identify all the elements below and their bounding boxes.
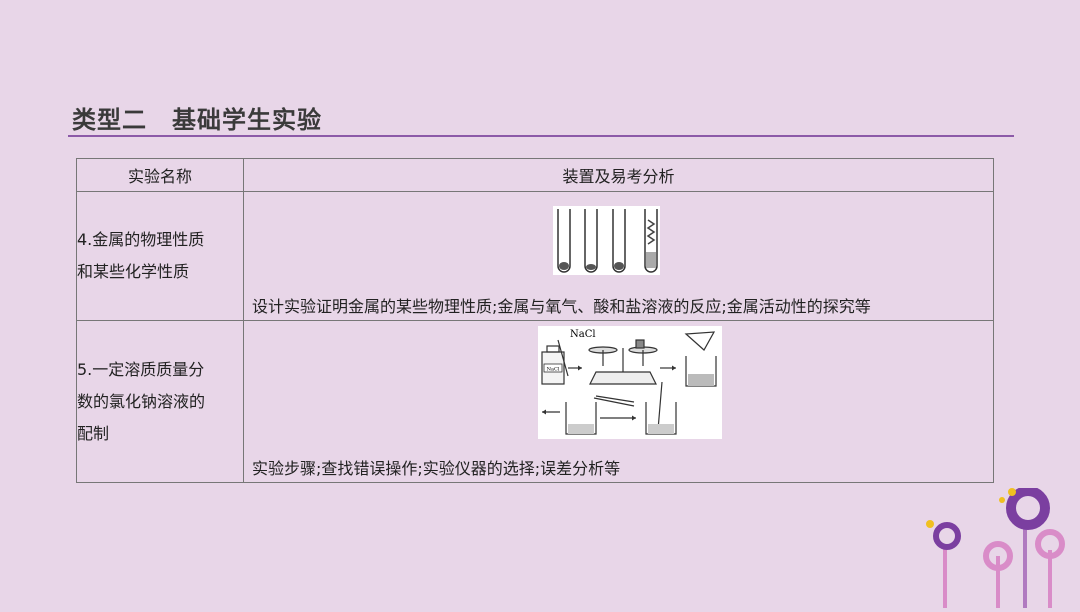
experiment-name-cell: 5.一定溶质质量分 数的氯化钠溶液的 配制 (76, 320, 244, 483)
bottle-label: NaCl (547, 367, 560, 373)
analysis-text: 实验步骤;查找错误操作;实验仪器的选择;误差分析等 (252, 459, 621, 478)
experiment-name-line: 数的氯化钠溶液的 (77, 391, 206, 411)
experiment-name-line: 和某些化学性质 (77, 262, 190, 281)
apparatus-cell: NaCl NaCl (243, 320, 994, 483)
nacl-label: NaCl (570, 329, 596, 340)
experiment-name-line: 4.金属的物理性质 (77, 230, 205, 249)
table-row: 4.金属的物理性质 和某些化学性质 (76, 191, 994, 321)
analysis-text: 设计实验证明金属的某些物理性质;金属与氧气、酸和盐溶液的反应;金属活动性的探究等 (252, 297, 871, 316)
experiment-table: 实验名称 装置及易考分析 4.金属的物理性质 和某些化学性质 (76, 158, 994, 483)
slide-title: 类型二 基础学生实验 (72, 106, 322, 134)
header-apparatus-analysis: 装置及易考分析 (243, 158, 994, 192)
title-divider (68, 135, 1014, 137)
apparatus-cell: 设计实验证明金属的某些物理性质;金属与氧气、酸和盐溶液的反应;金属活动性的探究等 (243, 191, 994, 321)
flower-decoration (900, 486, 1080, 608)
solution-prep-image: NaCl NaCl (538, 326, 722, 439)
test-tubes-image (553, 206, 660, 275)
header-experiment-name: 实验名称 (76, 158, 244, 192)
table-row: 5.一定溶质质量分 数的氯化钠溶液的 配制 NaCl (76, 320, 994, 483)
experiment-name-line: 5.一定溶质质量分 (77, 359, 205, 379)
experiment-name-cell: 4.金属的物理性质 和某些化学性质 (76, 191, 244, 321)
table-header-row: 实验名称 装置及易考分析 (76, 158, 994, 192)
experiment-name-line: 配制 (77, 423, 110, 443)
